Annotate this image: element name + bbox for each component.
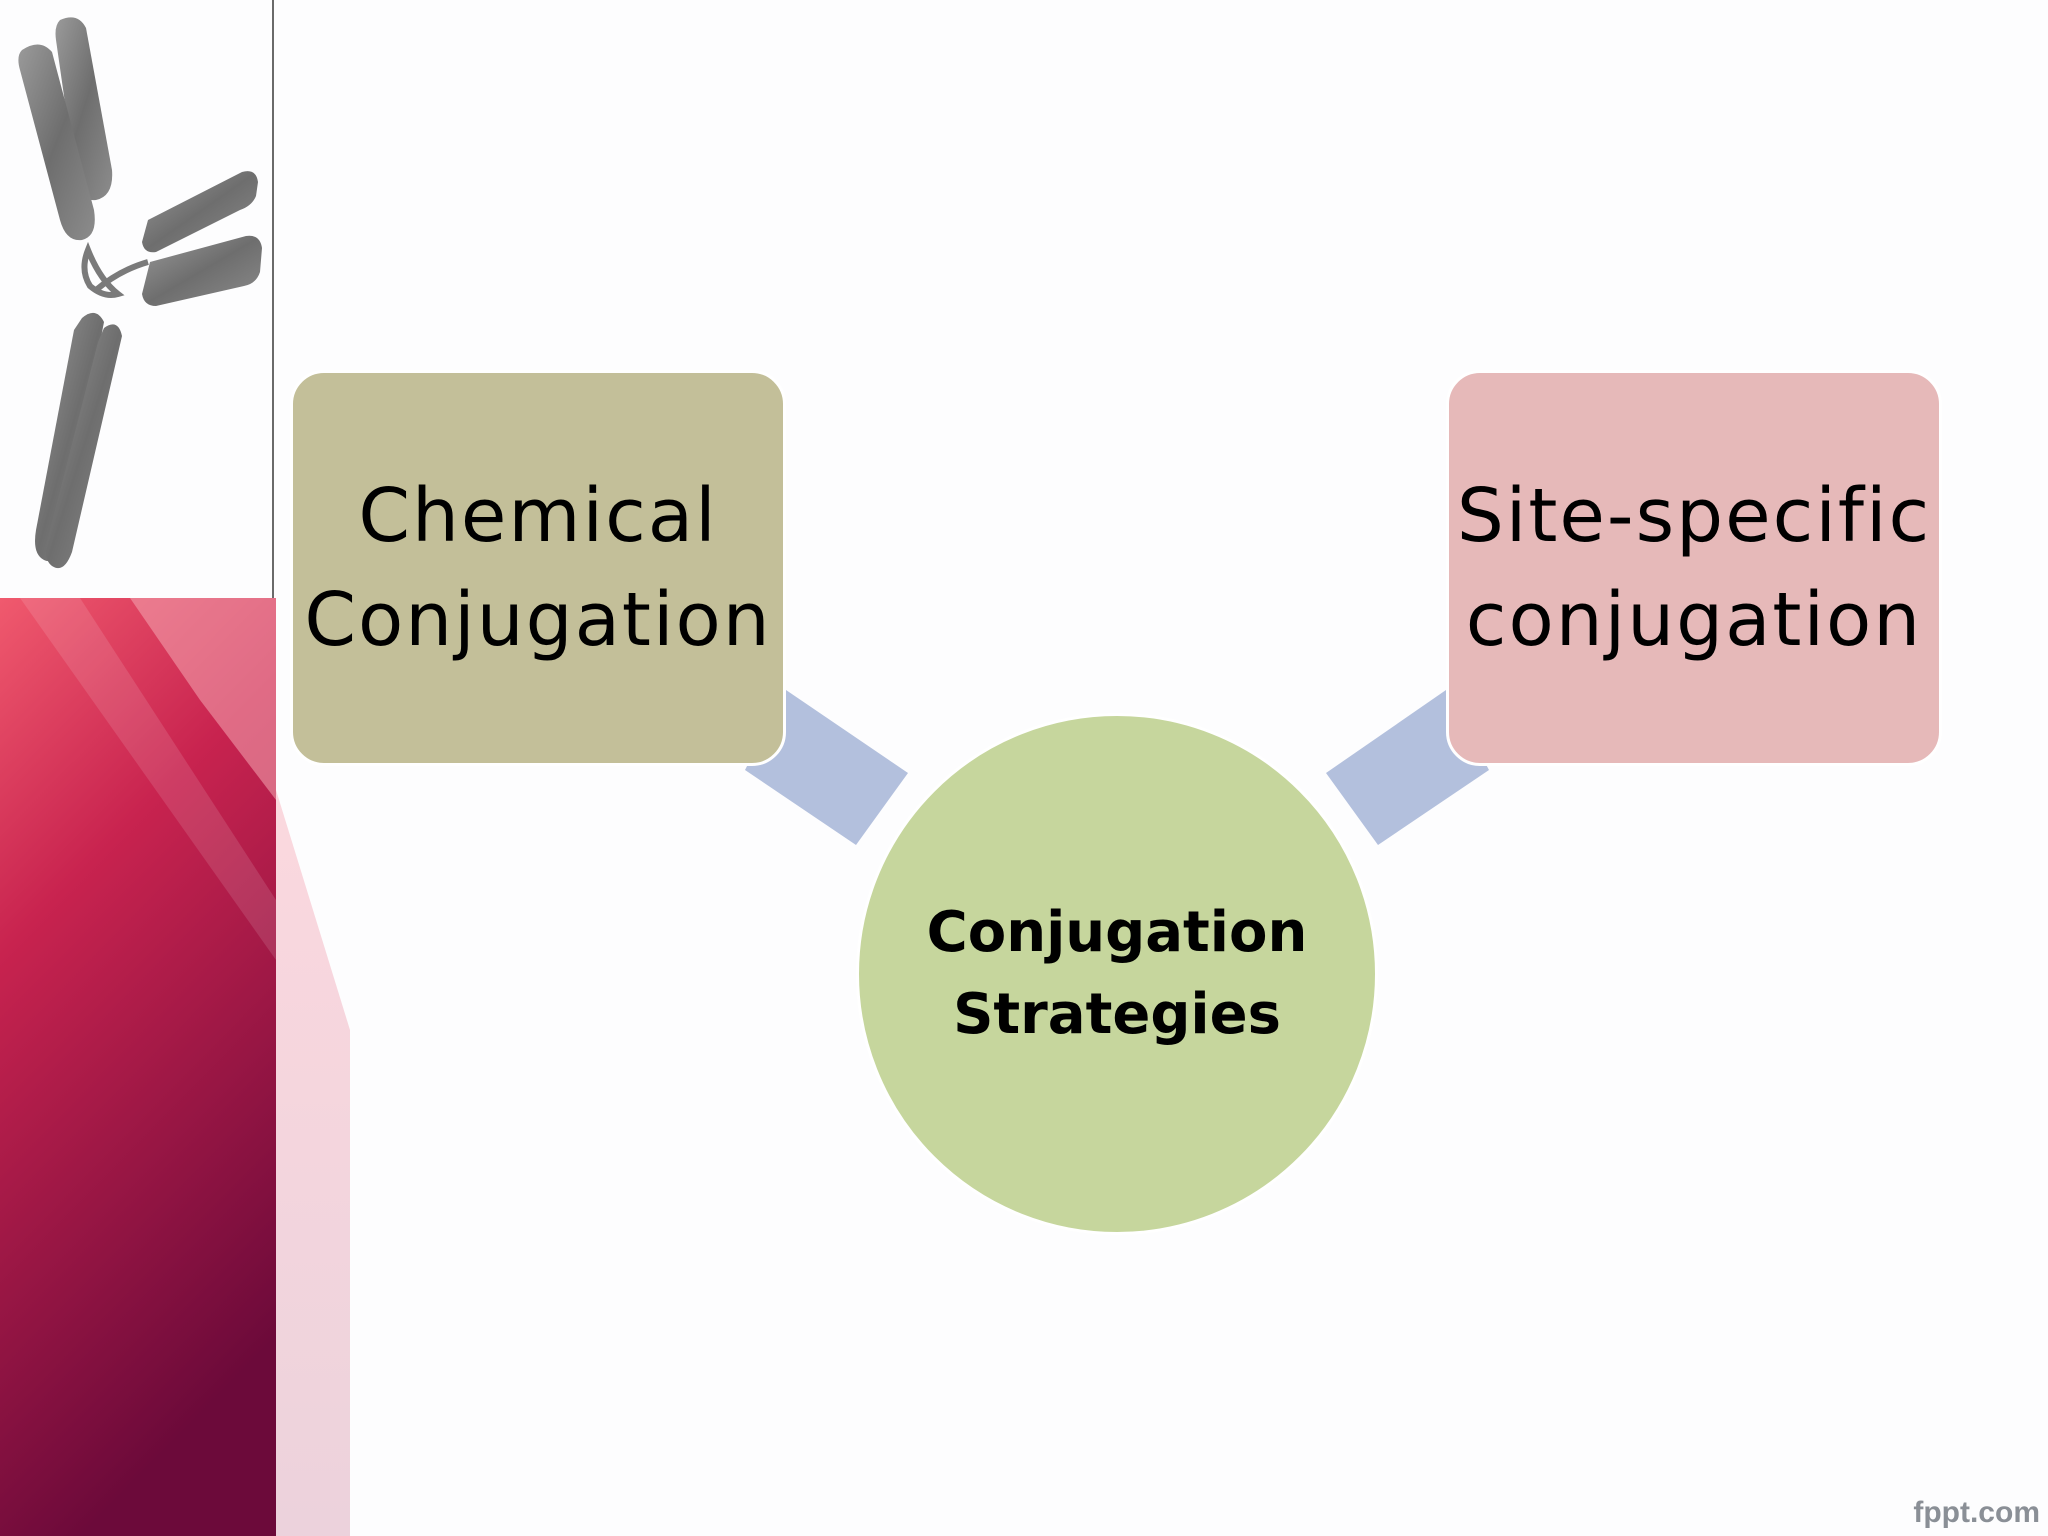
antibody-icon: [18, 17, 262, 569]
center-node-conjugation-strategies: Conjugation Strategies: [856, 713, 1378, 1235]
node-label-line2: Conjugation: [304, 577, 772, 663]
center-label-line2: Strategies: [953, 982, 1281, 1047]
divider-line: [272, 0, 274, 598]
side-decoration: [0, 598, 350, 1536]
watermark: fppt.com: [1913, 1496, 2040, 1529]
node-label-line1: Chemical: [358, 473, 718, 559]
node-chemical-conjugation: Chemical Conjugation: [290, 370, 786, 766]
node-site-specific-conjugation: Site-specific conjugation: [1446, 370, 1942, 766]
node-label-line2: conjugation: [1465, 577, 1923, 663]
center-label-line1: Conjugation: [926, 900, 1308, 965]
node-label-line1: Site-specific: [1456, 473, 1932, 559]
